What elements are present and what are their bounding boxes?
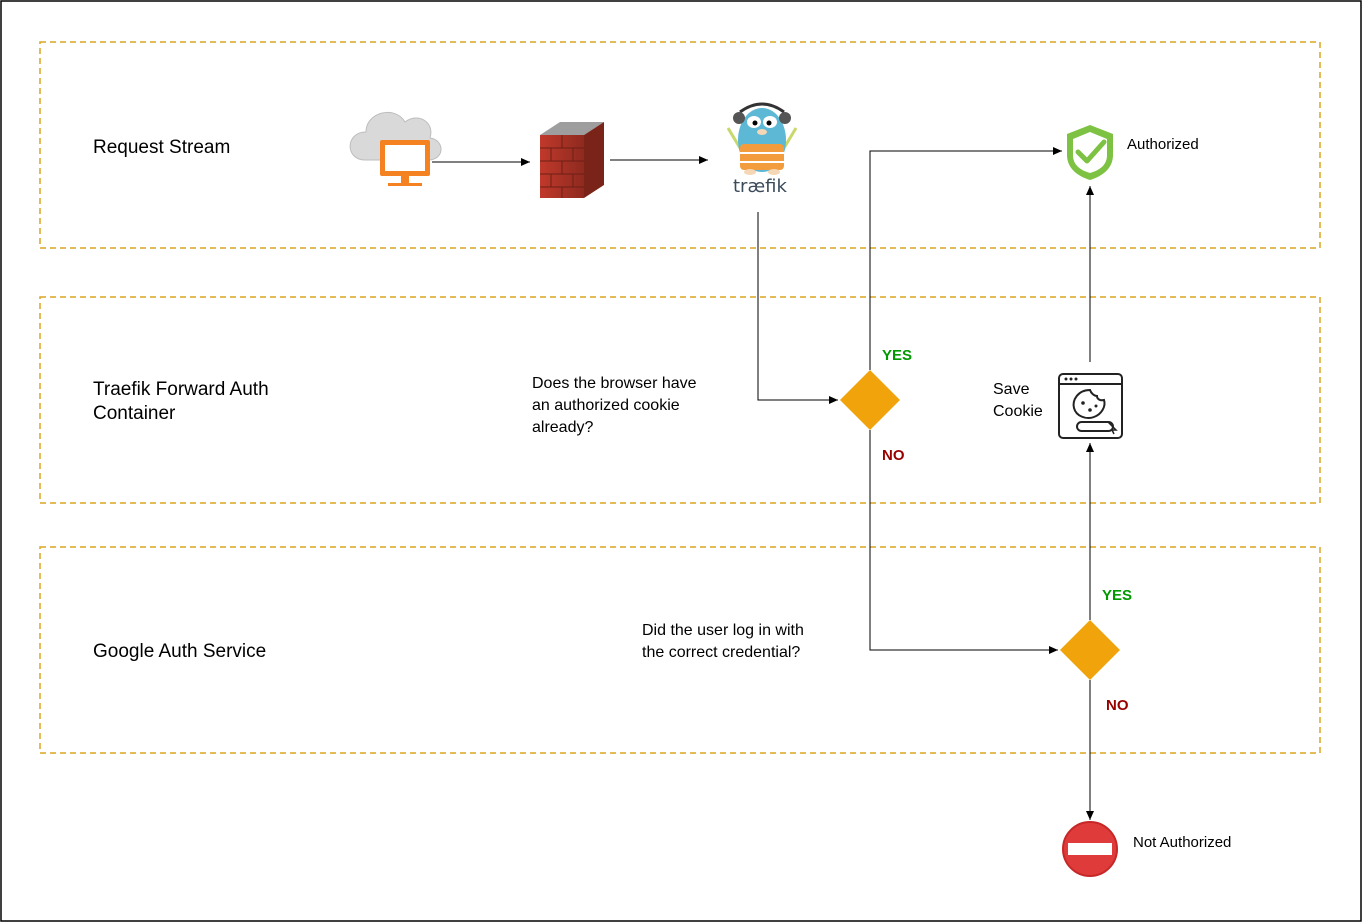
save-cookie-label-line1: Save [993, 381, 1030, 398]
cookie-question-line1: Does the browser have [532, 375, 697, 392]
login-yes-label: YES [1102, 587, 1133, 604]
login-question-line1: Did the user log in with [642, 622, 804, 639]
decision-login-diamond [1060, 620, 1120, 680]
traefik-logo-text: træfik [733, 176, 787, 197]
traefik-gopher-icon [726, 102, 798, 175]
login-question-line2: the correct credential? [642, 644, 801, 661]
lane-label-forward-auth-line1: Traefik Forward Auth [93, 379, 269, 400]
login-no-label: NO [1106, 697, 1129, 714]
cookie-no-label: NO [882, 447, 905, 464]
firewall-icon [540, 122, 604, 198]
stop-sign-icon [1062, 821, 1118, 877]
shield-check-icon [1067, 125, 1113, 180]
cloud-computer-icon [349, 112, 442, 186]
cookie-question-line3: already? [532, 419, 594, 436]
cookie-question-line2: an authorized cookie [532, 397, 680, 414]
lane-forward-auth [39, 296, 1321, 504]
authorized-label: Authorized [1127, 136, 1199, 153]
arrow-cookie-yes-to-authorized [869, 147, 1062, 370]
lane-label-forward-auth-line2: Container [93, 403, 176, 424]
lane-request-stream [39, 41, 1321, 249]
save-cookie-label-line2: Cookie [993, 403, 1043, 420]
arrow-traefik-to-cookie-check [757, 212, 838, 404]
cookie-yes-label: YES [882, 347, 913, 364]
lane-label-request-stream: Request Stream [93, 137, 231, 158]
not-authorized-label: Not Authorized [1133, 834, 1232, 851]
lane-label-google-auth: Google Auth Service [93, 641, 267, 662]
cookie-browser-icon [1058, 373, 1123, 439]
lane-google-auth [39, 546, 1321, 754]
decision-cookie-diamond [840, 370, 900, 430]
arrow-cookie-no-to-login-check [869, 430, 1058, 654]
